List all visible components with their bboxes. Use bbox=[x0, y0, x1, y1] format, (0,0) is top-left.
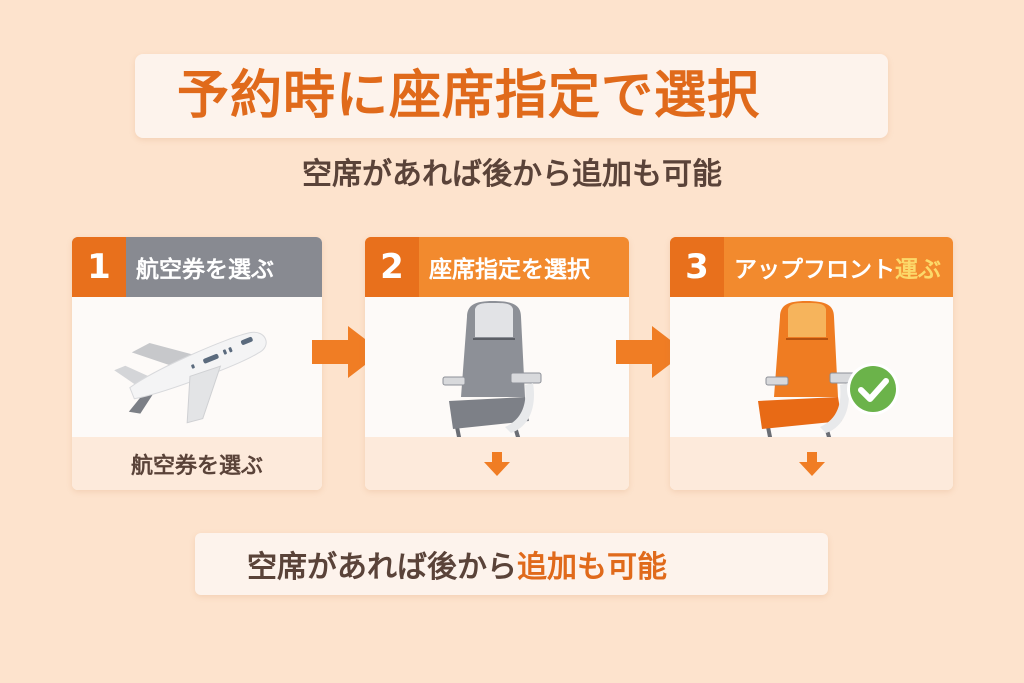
step-label-3: アップフロント運ぶ bbox=[724, 250, 941, 284]
footer-note-box: 空席があれば後から追加も可能 bbox=[195, 533, 828, 595]
right-arrow-icon bbox=[616, 326, 688, 378]
step-footer-1: 航空券を選ぶ bbox=[72, 437, 322, 490]
footer-note: 空席があれば後から追加も可能 bbox=[195, 542, 667, 586]
step-number-1: 1 bbox=[72, 237, 126, 297]
footer-note-highlight: 追加も可能 bbox=[517, 550, 667, 585]
step-label-3-highlight: 運ぶ bbox=[895, 257, 941, 283]
down-arrow-icon bbox=[484, 451, 510, 476]
down-arrow-icon bbox=[798, 451, 825, 476]
step-body-2 bbox=[365, 297, 629, 447]
step-label-3-main: アップフロント bbox=[734, 257, 895, 283]
step-label-1: 航空券を選ぶ bbox=[136, 257, 274, 283]
step-card-3: 3 アップフロント運ぶ bbox=[670, 237, 953, 490]
step-body-3 bbox=[670, 297, 953, 447]
step-footer-2 bbox=[365, 437, 629, 490]
step-card-1: 1 航空券を選ぶ 航空券を選ぶ bbox=[72, 237, 322, 490]
step-header-3: 3 アップフロント運ぶ bbox=[670, 237, 953, 297]
page-subtitle: 空席があれば後から追加も可能 bbox=[302, 157, 722, 192]
step-footer-3 bbox=[670, 437, 953, 490]
title-banner: 予約時に座席指定で選択 bbox=[135, 54, 888, 138]
step-body-1 bbox=[72, 297, 322, 437]
step-header-2: 2 座席指定を選択 bbox=[365, 237, 629, 297]
page-title: 予約時に座席指定で選択 bbox=[177, 66, 761, 126]
footer-note-main: 空席があれば後から bbox=[247, 550, 517, 585]
step-card-2: 2 座席指定を選択 bbox=[365, 237, 629, 490]
right-arrow-icon bbox=[312, 326, 384, 378]
step-number-3: 3 bbox=[670, 237, 724, 297]
orange-seat-check-icon bbox=[758, 301, 899, 447]
airplane-icon bbox=[114, 331, 267, 424]
step-header-1: 1 航空券を選ぶ bbox=[72, 237, 322, 297]
gray-seat-icon bbox=[442, 301, 542, 447]
step-label-2: 座席指定を選択 bbox=[429, 257, 590, 283]
step-footer-label-1: 航空券を選ぶ bbox=[130, 453, 263, 479]
step-number-2: 2 bbox=[365, 237, 419, 297]
